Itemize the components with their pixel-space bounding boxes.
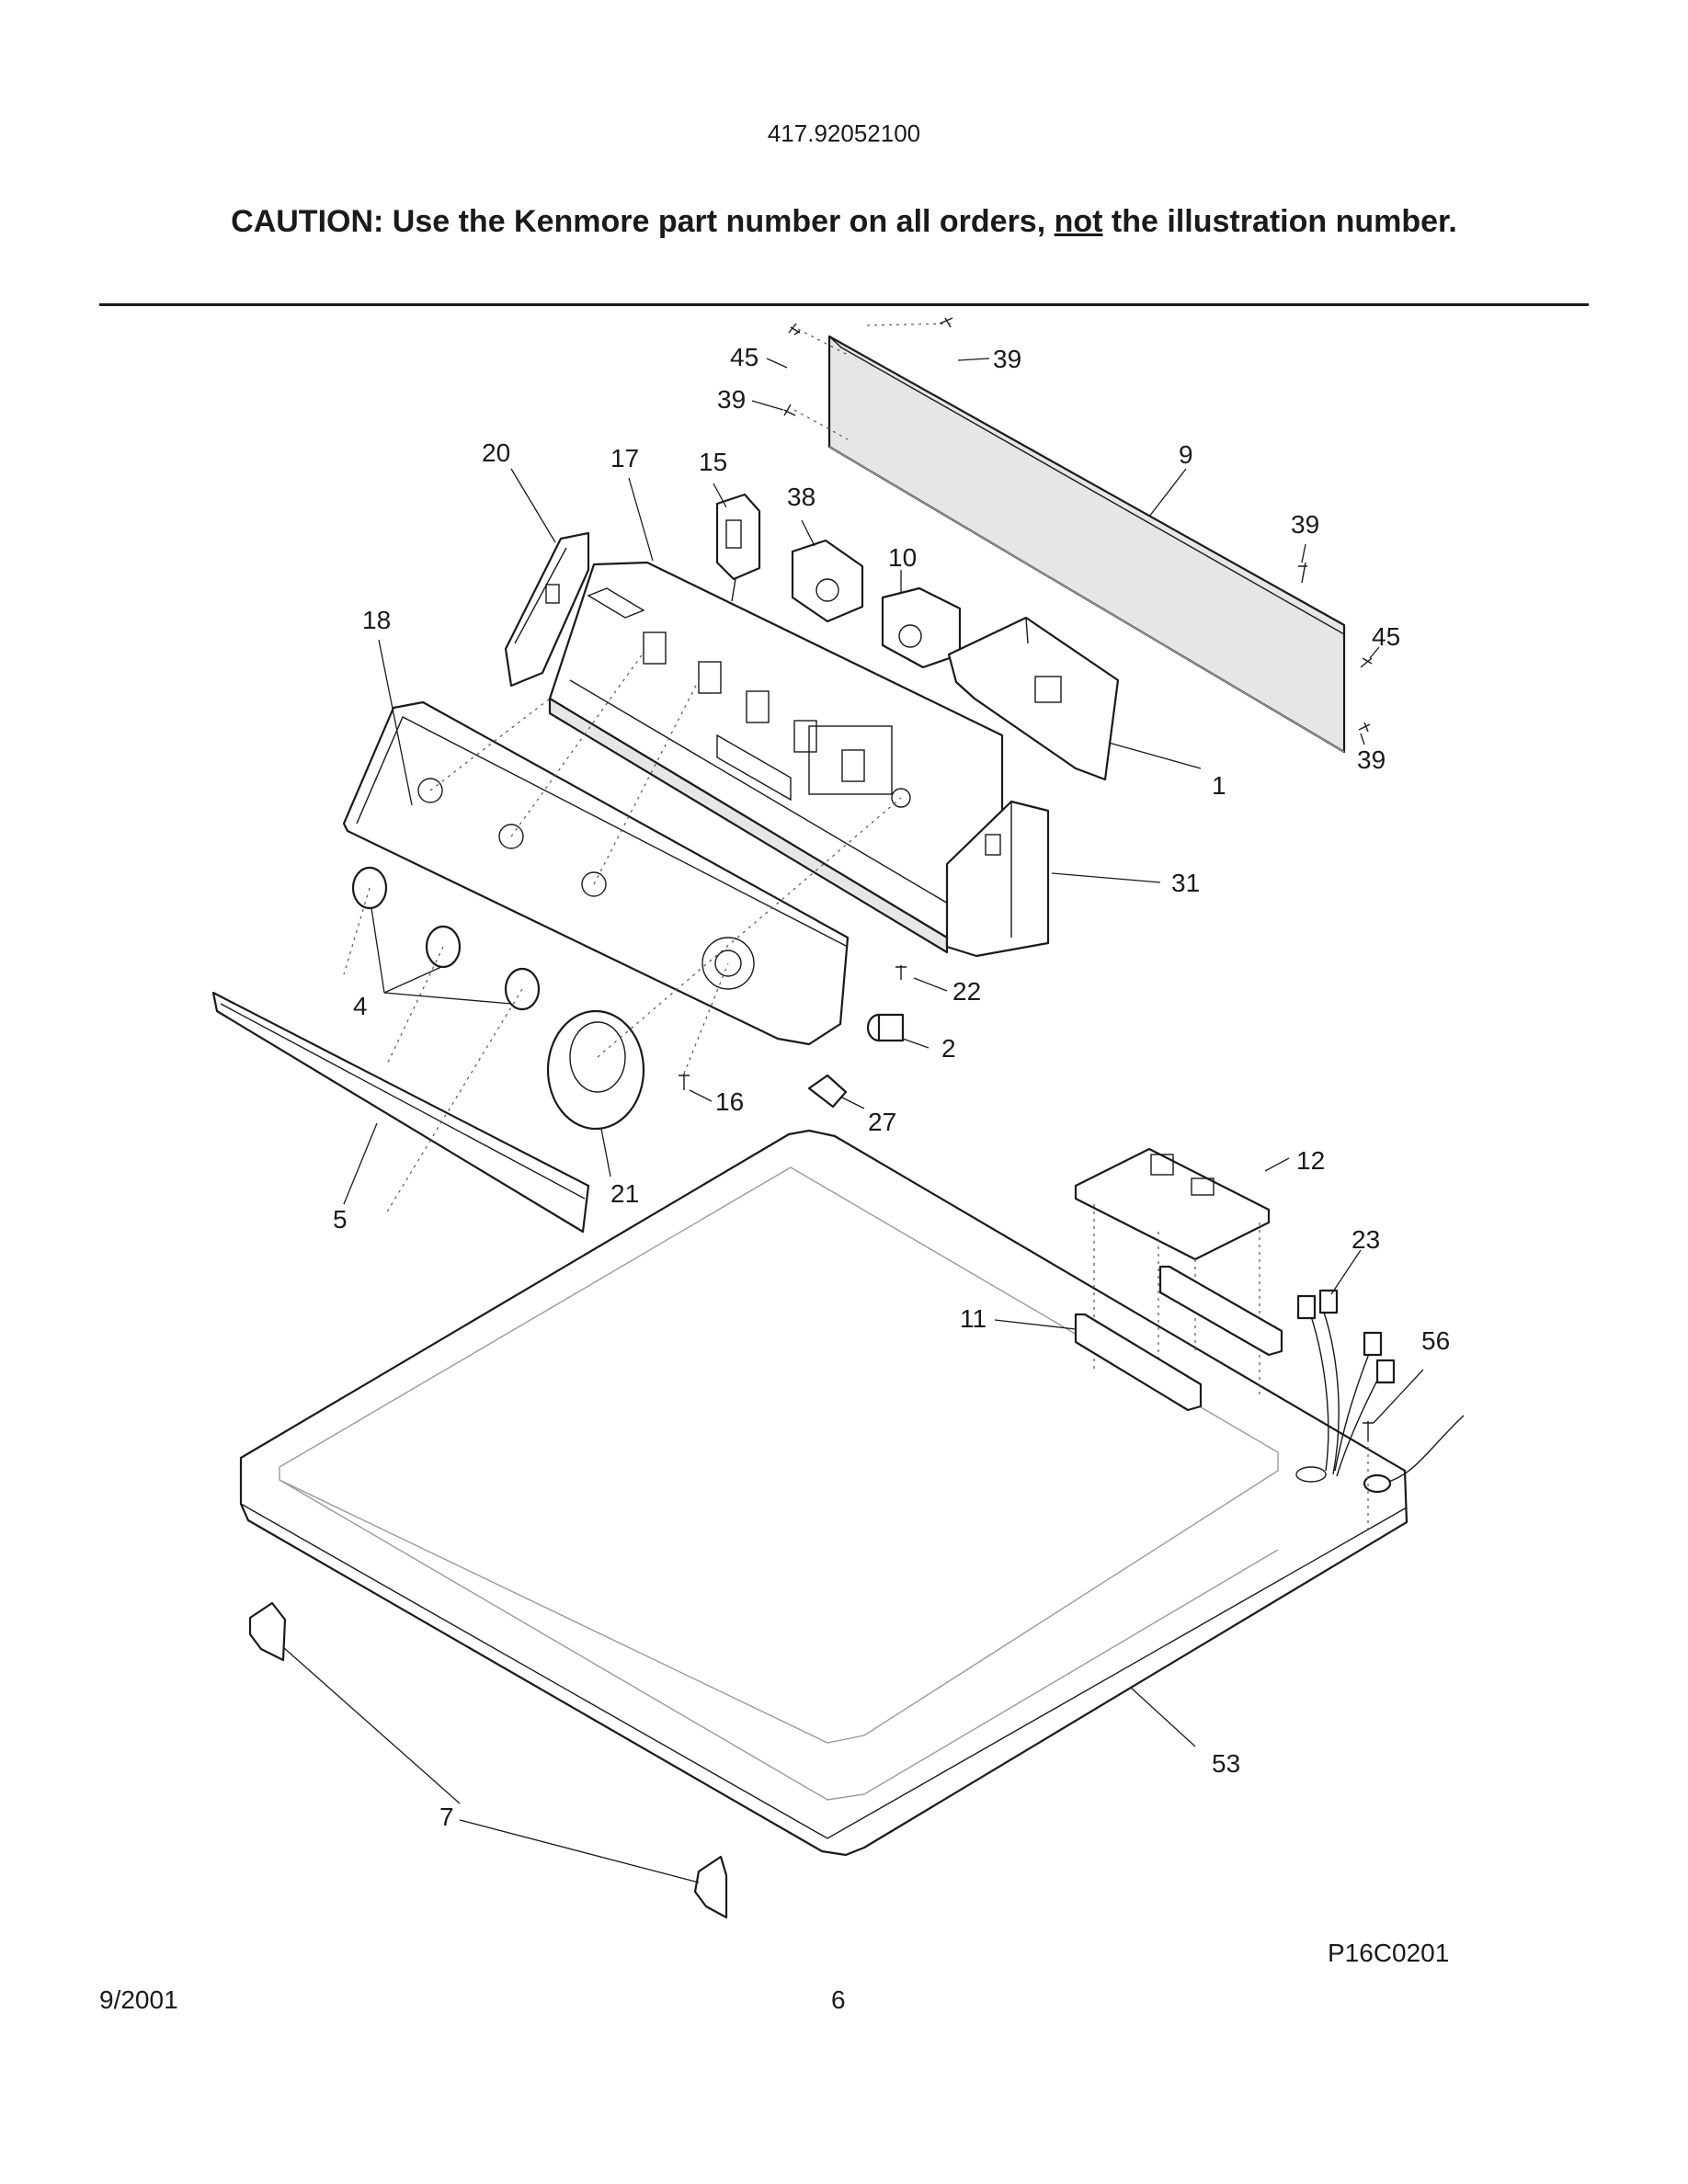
screws-upper bbox=[783, 317, 1373, 733]
rear-panel bbox=[827, 335, 1346, 754]
callout-7: 7 bbox=[439, 1803, 454, 1831]
callout-45-right: 45 bbox=[1372, 622, 1400, 651]
cabinet-top-53 bbox=[239, 1129, 1409, 1857]
caution-emphasis: not bbox=[1054, 204, 1103, 239]
callout-11: 11 bbox=[960, 1304, 987, 1333]
model-number: 417.92052100 bbox=[767, 119, 921, 147]
harness-23 bbox=[1295, 1289, 1396, 1483]
small-parts bbox=[679, 962, 907, 1109]
bracket-upper bbox=[1158, 1265, 1283, 1357]
callout-23: 23 bbox=[1352, 1225, 1380, 1254]
callout-39-bottom-right: 39 bbox=[1357, 745, 1386, 774]
callout-39-top-left: 39 bbox=[717, 385, 746, 414]
callout-9: 9 bbox=[1179, 440, 1193, 469]
callout-21: 21 bbox=[610, 1179, 639, 1208]
callout-4: 4 bbox=[353, 992, 368, 1020]
bracket-11 bbox=[1074, 1313, 1203, 1412]
clips-7 bbox=[248, 1601, 728, 1919]
callout-2: 2 bbox=[941, 1034, 956, 1063]
dotted-guides bbox=[343, 652, 902, 1214]
callout-17: 17 bbox=[610, 444, 639, 472]
callout-27: 27 bbox=[868, 1108, 896, 1136]
callout-12: 12 bbox=[1296, 1146, 1325, 1175]
caution-text-prefix: CAUTION: Use the Kenmore part number on … bbox=[231, 204, 1055, 239]
callout-1: 1 bbox=[1212, 771, 1226, 800]
callout-22: 22 bbox=[952, 977, 981, 1006]
caution-text-suffix: the illustration number. bbox=[1102, 204, 1457, 239]
callout-labels: 45 39 39 20 17 15 38 10 9 39 45 39 18 1 … bbox=[333, 343, 1450, 1831]
timer-knob-21 bbox=[546, 1009, 645, 1131]
callout-16: 16 bbox=[715, 1087, 744, 1116]
header-divider bbox=[99, 303, 1589, 306]
caution-notice: CAUTION: Use the Kenmore part number on … bbox=[0, 204, 1688, 240]
callout-39-top-right: 39 bbox=[993, 345, 1021, 373]
callout-45-top: 45 bbox=[730, 343, 758, 371]
callout-39-right: 39 bbox=[1291, 510, 1319, 539]
trim-strip-5 bbox=[211, 991, 590, 1234]
switch-38 bbox=[791, 539, 864, 623]
callout-10: 10 bbox=[888, 543, 917, 572]
drawing-code: P16C0201 bbox=[1328, 1939, 1449, 1967]
callout-18: 18 bbox=[362, 606, 391, 634]
endcap-right bbox=[945, 800, 1050, 958]
footer-date: 9/2001 bbox=[99, 1985, 178, 2014]
endcap-left bbox=[504, 531, 590, 688]
callout-56: 56 bbox=[1421, 1326, 1450, 1355]
callout-53: 53 bbox=[1212, 1749, 1240, 1778]
control-board-12 bbox=[1074, 1147, 1271, 1397]
callout-15: 15 bbox=[699, 448, 727, 476]
console-bracket-1 bbox=[947, 616, 1120, 781]
control-console bbox=[548, 561, 1004, 954]
callout-38: 38 bbox=[787, 483, 815, 511]
sensor-56 bbox=[1363, 1415, 1465, 1530]
callout-20: 20 bbox=[482, 438, 510, 467]
leader-lines bbox=[282, 358, 1424, 1883]
control-panel-18 bbox=[342, 700, 850, 1046]
switch-15 bbox=[715, 493, 761, 602]
callout-5: 5 bbox=[333, 1205, 348, 1234]
footer-page-number: 6 bbox=[831, 1985, 846, 2014]
callout-31: 31 bbox=[1171, 869, 1200, 897]
